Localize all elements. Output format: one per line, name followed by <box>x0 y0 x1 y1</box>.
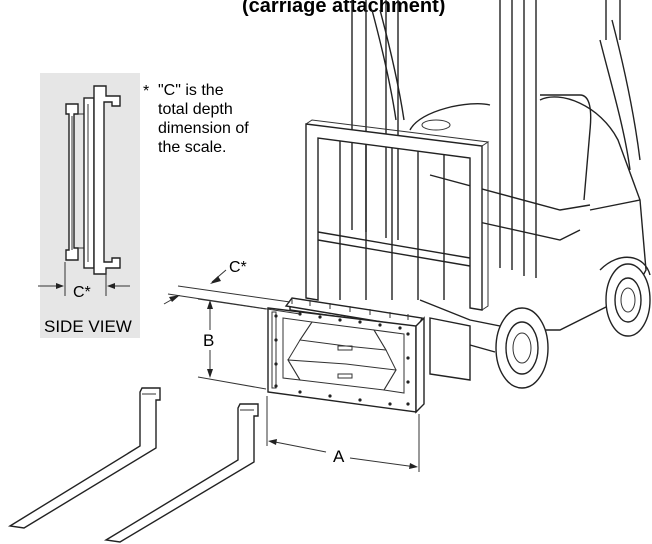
diagram-title: (carriage attachment) <box>242 0 445 17</box>
dimension-a: A <box>266 396 420 472</box>
dimension-b-label: B <box>203 331 214 350</box>
fork-left <box>7 387 161 529</box>
side-view-label: SIDE VIEW <box>44 317 132 336</box>
side-view-c-dimension: C* <box>38 262 130 301</box>
forklift-front-wheel <box>495 307 549 389</box>
forklift-seat <box>409 94 592 241</box>
c-dimension-note: * "C" is the total depth dimension of th… <box>143 82 249 156</box>
forklift-rear-wheel <box>605 263 651 337</box>
note-line-3: dimension of <box>158 120 249 137</box>
note-line-1: "C" is the <box>158 82 224 99</box>
scale-top-hooks <box>291 298 409 320</box>
dimension-c: C* <box>163 259 301 315</box>
note-asterisk: * <box>143 83 149 100</box>
dimension-c-label: C* <box>229 259 247 276</box>
note-line-2: total depth <box>158 101 233 118</box>
forklift-load-backrest <box>305 119 490 311</box>
forklift-overhead-guard <box>371 9 641 171</box>
fork-right <box>103 403 259 543</box>
note-line-4: the scale. <box>158 139 226 156</box>
side-view-panel: C* SIDE VIEW <box>38 73 140 338</box>
carriage-scale <box>267 297 425 414</box>
forklift-mast <box>351 0 621 278</box>
side-view-c-label: C* <box>73 284 91 301</box>
dimension-b: B <box>197 298 267 390</box>
scale-bolts <box>274 312 410 406</box>
dimension-a-label: A <box>333 447 345 466</box>
side-view-scale-profile <box>65 85 121 275</box>
